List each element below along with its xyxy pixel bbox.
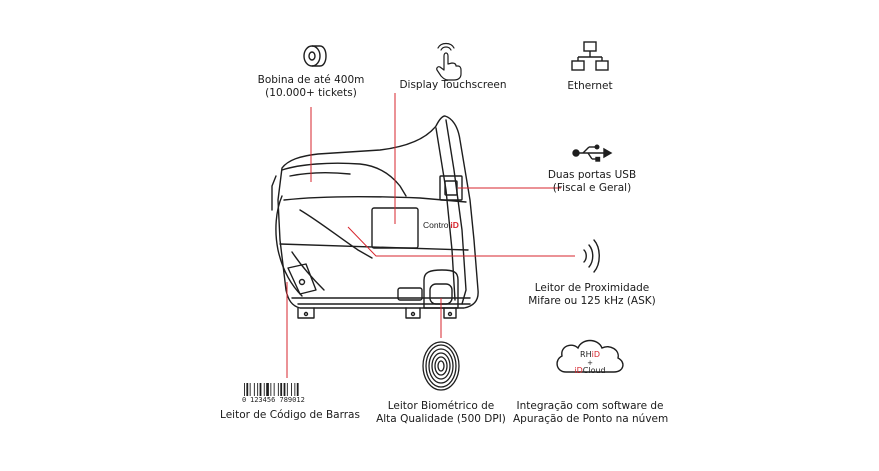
barcode-bar bbox=[246, 383, 249, 396]
device-brand-label: ControliD bbox=[423, 220, 459, 230]
label-biometrico-line1: Leitor Biométrico de bbox=[387, 400, 495, 412]
barcode-bar bbox=[257, 383, 259, 396]
label-biometrico-line2: Alta Qualidade (500 DPI) bbox=[376, 413, 506, 425]
label-usb: Duas portas USB (Fiscal e Geral) bbox=[540, 169, 644, 195]
label-barras: Leitor de Código de Barras bbox=[218, 409, 362, 422]
usb-icon bbox=[572, 144, 613, 162]
device-illustration bbox=[271, 115, 479, 319]
label-biometrico: Leitor Biométrico de Alta Qualidade (500… bbox=[368, 400, 514, 426]
label-bobina-line2: (10.000+ tickets) bbox=[265, 87, 357, 99]
cloud-line3: iDCloud bbox=[574, 366, 605, 375]
barcode-bar bbox=[249, 383, 251, 396]
barcode-bar bbox=[273, 383, 275, 396]
cloud-icon: RHiD + iDCloud bbox=[556, 339, 624, 375]
label-display-line1: Display Touchscreen bbox=[399, 79, 507, 91]
barcode-bar bbox=[283, 383, 286, 396]
callout-lines bbox=[286, 93, 575, 378]
label-integracao-line2: Apuração de Ponto na núvem bbox=[513, 413, 669, 425]
barcode-bar bbox=[259, 383, 262, 396]
label-usb-line2: (Fiscal e Geral) bbox=[552, 182, 632, 194]
barcode-bar bbox=[280, 383, 283, 396]
label-integracao: Integração com software de Apuração de P… bbox=[513, 400, 669, 426]
barcode-bar bbox=[263, 383, 265, 396]
label-bobina-line1: Bobina de até 400m bbox=[257, 74, 365, 86]
label-proximidade-line1: Leitor de Proximidade bbox=[534, 282, 650, 294]
label-integracao-line1: Integração com software de bbox=[516, 400, 664, 412]
paper-roll-icon bbox=[303, 45, 327, 67]
barcode-bar bbox=[286, 383, 288, 396]
barcode-bar bbox=[253, 383, 255, 396]
barcode-digits: 123456 789012 bbox=[250, 396, 305, 404]
label-display: Display Touchscreen bbox=[393, 79, 513, 92]
callout-line-proximidade bbox=[347, 226, 575, 257]
fingerprint-icon bbox=[422, 341, 460, 391]
device-brand-accent: iD bbox=[450, 220, 459, 230]
barcode-bar bbox=[277, 383, 279, 396]
label-proximidade-line2: Mifare ou 125 kHz (ASK) bbox=[528, 295, 656, 307]
barcode-bar bbox=[270, 383, 272, 396]
label-ethernet-line1: Ethernet bbox=[567, 80, 613, 92]
label-barras-line1: Leitor de Código de Barras bbox=[220, 409, 360, 421]
device-brand-text: Control bbox=[423, 220, 451, 230]
label-usb-line1: Duas portas USB bbox=[547, 169, 637, 181]
ethernet-icon bbox=[571, 41, 609, 71]
barcode-bar bbox=[291, 383, 292, 396]
barcode-icon: 0 123456 789012 bbox=[242, 383, 305, 404]
touch-hand-icon bbox=[436, 42, 462, 81]
barcode-bar bbox=[244, 383, 245, 396]
cloud-line1: RHiD bbox=[580, 350, 600, 359]
label-ethernet: Ethernet bbox=[550, 80, 630, 93]
label-bobina: Bobina de até 400m (10.000+ tickets) bbox=[248, 74, 374, 100]
barcode-digit-left: 0 bbox=[242, 396, 246, 404]
cloud-line2: + bbox=[587, 359, 593, 367]
barcode-bar bbox=[294, 383, 296, 396]
barcode-bar bbox=[296, 383, 299, 396]
label-proximidade: Leitor de Proximidade Mifare ou 125 kHz … bbox=[522, 282, 662, 308]
proximity-waves-icon bbox=[583, 239, 600, 273]
barcode-bar bbox=[266, 383, 269, 396]
